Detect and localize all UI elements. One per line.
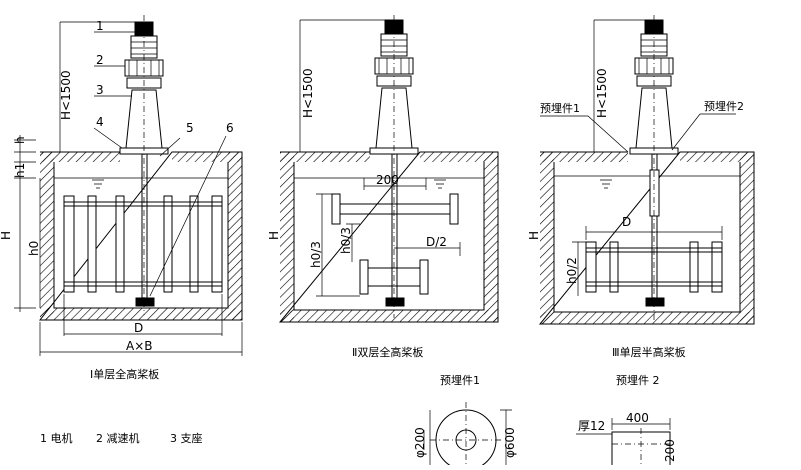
dim-200: 200	[376, 173, 399, 187]
embed-1-label: 预埋件1	[540, 102, 580, 115]
caption-view-2: Ⅱ双层全高桨板	[352, 345, 423, 359]
dim-thickness: 厚12	[578, 419, 605, 433]
shaft1	[141, 154, 148, 300]
part-1: 1	[96, 19, 104, 33]
tank1-top-right	[172, 152, 242, 162]
dim-H-limit-2: H<1500	[301, 68, 315, 118]
tank1-right-wall	[228, 152, 242, 320]
dim-phi600: φ600	[503, 427, 517, 458]
part-2: 2	[96, 53, 104, 67]
support-base	[119, 147, 169, 155]
caption-detail-1: 预埋件1	[440, 374, 480, 387]
part-3: 3	[96, 83, 104, 97]
tank1-top-left	[40, 152, 120, 162]
legend-1: 1 电机	[40, 431, 73, 445]
tank1-inner	[53, 162, 229, 309]
part-5: 5	[186, 121, 194, 135]
embed-2-label: 预埋件2	[704, 100, 744, 113]
dim-D-1: D	[134, 321, 143, 335]
caption-view-3: Ⅲ单层半高桨板	[612, 345, 686, 359]
dim-D-2: D/2	[426, 235, 447, 249]
dim-h0-1: h0	[27, 241, 41, 256]
tank2-bottom	[280, 310, 498, 322]
legend: 1 电机 2 减速机 3 支座	[40, 431, 203, 445]
tank2-right-wall	[484, 152, 498, 322]
dim-H-3: H	[527, 231, 541, 240]
tank1-water-mark	[92, 179, 104, 189]
paddle1-arms	[64, 201, 222, 287]
part-4: 4	[96, 115, 104, 129]
dim-H-1: H	[0, 231, 13, 240]
tank1-left-wall	[40, 152, 54, 320]
dim-h1-1: h1	[13, 163, 27, 178]
part-6: 6	[226, 121, 234, 135]
legend-2: 2 减速机	[96, 431, 140, 445]
view-2-double-layer-full: H<1500 H h0/3 h0/3 200 D/2 Ⅱ双层全高桨板	[267, 15, 499, 359]
view-1-single-layer-full: H<1500 h h1 H h0 D A×B 1 2 3 4 5 6 Ⅰ单层全高…	[0, 15, 243, 381]
tank2-left-wall	[280, 152, 294, 322]
paddle1-right	[211, 195, 223, 293]
dim-H-limit-1: H<1500	[59, 70, 73, 120]
detail-embed-2: 预埋件 2 400 厚12 200	[576, 374, 677, 469]
dim-AxB: A×B	[126, 339, 153, 353]
tank1-bottom	[40, 308, 242, 320]
legend-3: 3 支座	[170, 431, 203, 445]
caption-detail-2: 预埋件 2	[616, 374, 660, 387]
dim-h0-2: h0/2	[565, 257, 579, 284]
dim-h0-3-b: h0/3	[339, 227, 353, 254]
dim-400: 400	[626, 411, 649, 425]
caption-view-1: Ⅰ单层全高桨板	[90, 367, 159, 381]
dim-H-2: H	[267, 231, 281, 240]
detail-embed-1: 预埋件1 φ200 φ600	[413, 374, 517, 470]
dim-D-3: D	[622, 215, 631, 229]
bottom-bearing	[135, 297, 155, 307]
dim-H-limit-3: H<1500	[595, 68, 609, 118]
dim-200b: 200	[663, 439, 677, 462]
dim-h0-3-a: h0/3	[309, 241, 323, 268]
dim-h-1: h	[13, 136, 27, 144]
view-3-single-layer-half: H<1500 H D h0/2 预埋件1 预埋件2 Ⅲ单层半高桨板	[527, 15, 755, 359]
paddle1-left	[63, 195, 75, 293]
dim-phi200: φ200	[413, 427, 427, 458]
